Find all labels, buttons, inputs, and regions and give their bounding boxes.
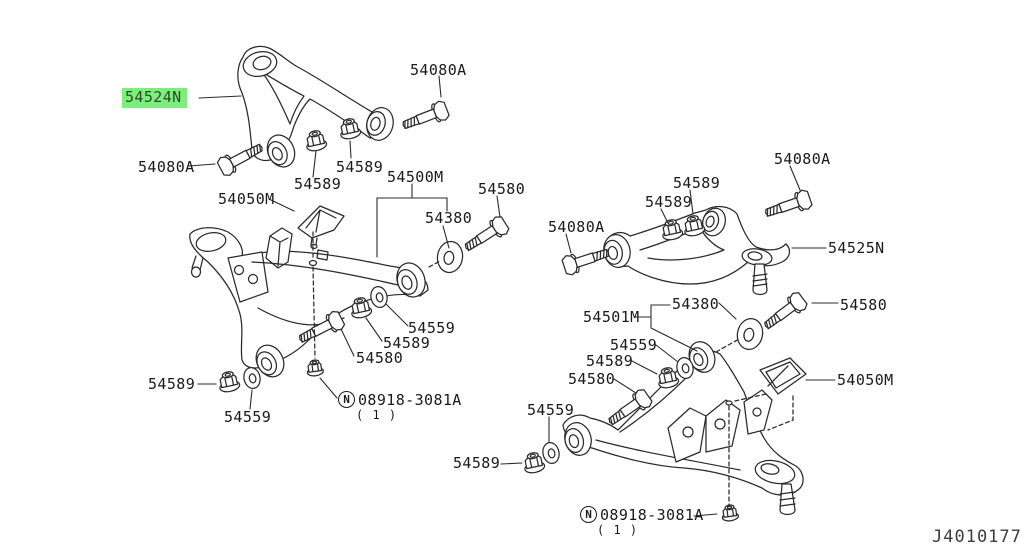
label-54559-lower-left-mid[interactable]: 54559 (408, 319, 456, 337)
label-54589-lower-right-bottom[interactable]: 54589 (453, 454, 501, 472)
label-54080a-upper-left-top[interactable]: 54080A (410, 61, 467, 79)
washer-54559 (540, 440, 562, 466)
label-54080a-upper-left-side[interactable]: 54080A (138, 158, 195, 176)
label-54580-lower-right-left[interactable]: 54580 (568, 370, 616, 388)
bolt-54080a-upper-top (398, 98, 451, 136)
hidden-lines (313, 232, 793, 506)
bumper-bound-right (760, 358, 806, 394)
label-54589-upper-right-b[interactable]: 54589 (645, 193, 693, 211)
label-08918-3081a-right[interactable]: 08918-3081A (600, 506, 704, 524)
washer-54559 (241, 365, 263, 391)
washer-54380 (733, 315, 767, 353)
diagram-code: J4010177 (932, 527, 1022, 547)
circled-n-icon[interactable]: N (580, 506, 597, 523)
label-54080a-upper-right-side[interactable]: 54080A (548, 218, 605, 236)
label-qty-left: ( 1 ) (356, 408, 398, 422)
bumper-bound-left (298, 206, 344, 249)
label-54500m[interactable]: 54500M (387, 168, 444, 186)
label-54050m-left[interactable]: 54050M (218, 190, 275, 208)
label-54589-lower-left-rear[interactable]: 54589 (148, 375, 196, 393)
label-54380-right[interactable]: 54380 (672, 295, 720, 313)
bolt-54580-right (759, 289, 810, 335)
circled-n-icon[interactable]: N (338, 391, 355, 408)
washer-54380 (434, 239, 466, 275)
nut-54589 (521, 450, 547, 476)
nut-08918 (720, 503, 740, 523)
lower-control-arm-left (190, 228, 431, 383)
label-54524n-highlighted[interactable]: 54524N (122, 88, 187, 108)
lower-control-arm-right (560, 337, 803, 515)
label-08918-3081a-left[interactable]: 08918-3081A (358, 391, 462, 409)
nut-54589 (303, 128, 329, 154)
label-54559-lower-right-bottom[interactable]: 54559 (527, 401, 575, 419)
label-54050m-right[interactable]: 54050M (837, 371, 894, 389)
label-54589-lower-left-mid[interactable]: 54589 (383, 334, 431, 352)
label-54559-lower-right-top[interactable]: 54559 (610, 336, 658, 354)
upper-control-arm-left (238, 46, 398, 173)
leader-lines (189, 76, 838, 516)
label-54580-lower-left-mid[interactable]: 54580 (356, 349, 404, 367)
label-qty-right: ( 1 ) (597, 523, 639, 537)
label-54380-left[interactable]: 54380 (425, 209, 473, 227)
label-54559-lower-left-rear[interactable]: 54559 (224, 408, 272, 426)
label-54589-upper-right-a[interactable]: 54589 (673, 174, 721, 192)
label-54580-left-top[interactable]: 54580 (478, 180, 526, 198)
label-54589-lower-right-mid[interactable]: 54589 (586, 352, 634, 370)
mount-hole (310, 261, 317, 266)
bolt-54080a-upper-right-top (761, 187, 814, 224)
label-54589-upper-left-b[interactable]: 54589 (294, 175, 342, 193)
label-54525n[interactable]: 54525N (828, 239, 885, 257)
label-54080a-upper-right-top[interactable]: 54080A (774, 150, 831, 168)
label-54580-right[interactable]: 54580 (840, 296, 888, 314)
nut-08918 (305, 358, 325, 378)
label-54501m[interactable]: 54501M (583, 308, 640, 326)
nut-54589 (216, 369, 242, 395)
label-54589-upper-left-a[interactable]: 54589 (336, 158, 384, 176)
